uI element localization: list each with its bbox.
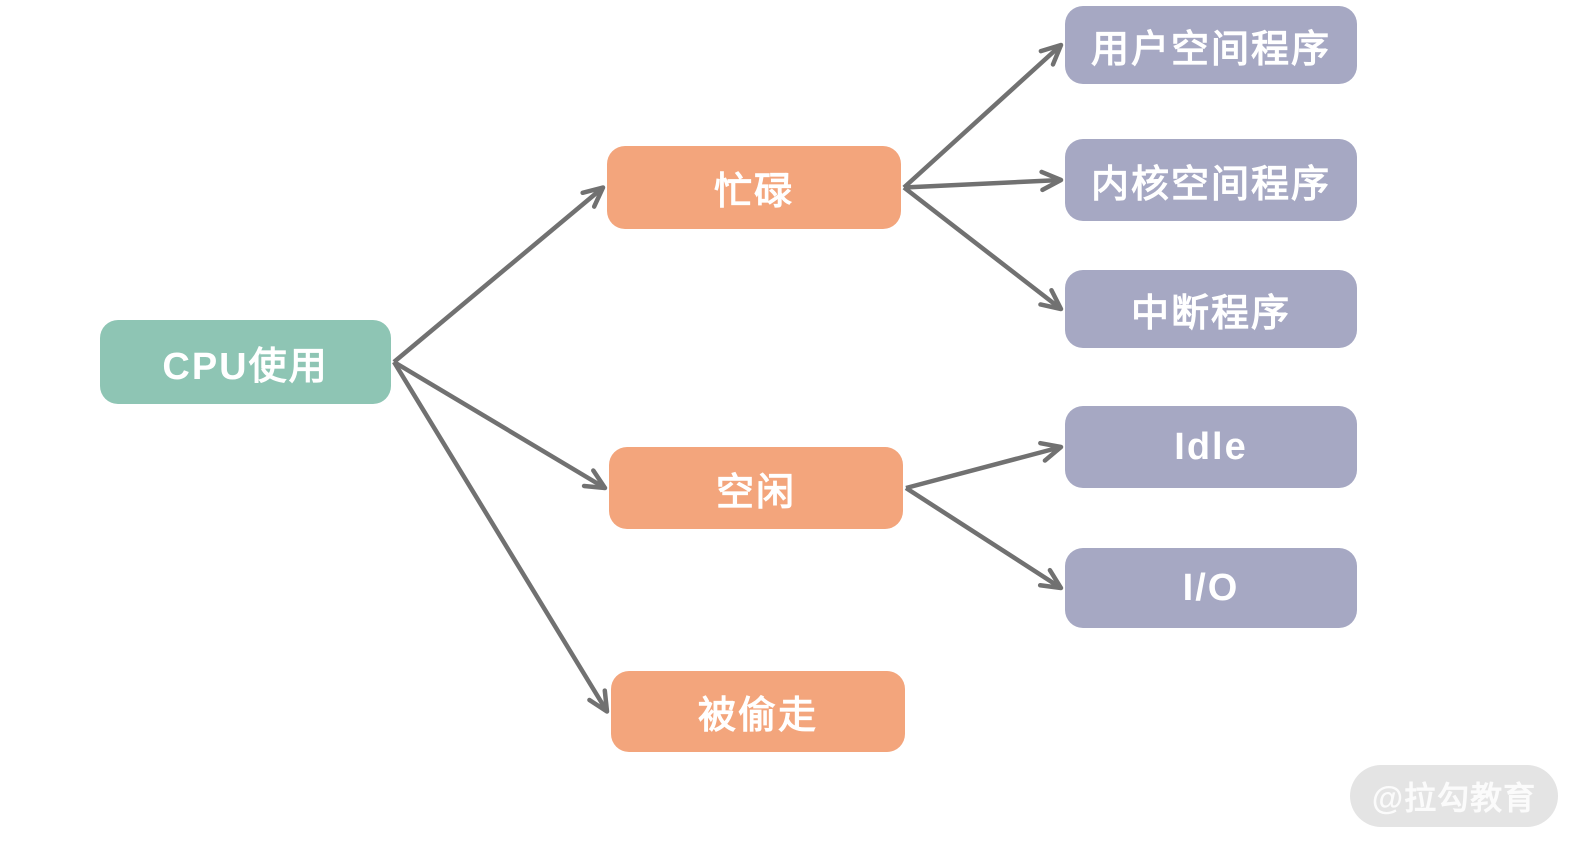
arrow-busy-to-interrupt (902, 185, 1064, 312)
arrow-idle-to-idle-leaf (905, 440, 1064, 491)
node-cpu-usage: CPU使用 (100, 320, 391, 404)
arrow-cpu-to-busy (392, 185, 606, 364)
node-io: I/O (1065, 548, 1357, 628)
node-stolen: 被偷走 (611, 671, 905, 752)
node-kernel-space-program: 内核空间程序 (1065, 139, 1357, 221)
node-busy: 忙碌 (607, 146, 901, 229)
arrow-cpu-to-idle (392, 360, 608, 491)
arrow-busy-to-kernel-space (903, 169, 1064, 193)
arrow-busy-to-user-space (902, 42, 1064, 190)
arrow-idle-to-io (904, 486, 1064, 591)
node-user-space-program: 用户空间程序 (1065, 6, 1357, 84)
arrow-cpu-to-stolen (392, 360, 610, 714)
watermark-badge: @拉勾教育 (1350, 765, 1558, 827)
node-idle: 空闲 (609, 447, 903, 529)
node-idle-state: Idle (1065, 406, 1357, 488)
node-interrupt-program: 中断程序 (1065, 270, 1357, 348)
